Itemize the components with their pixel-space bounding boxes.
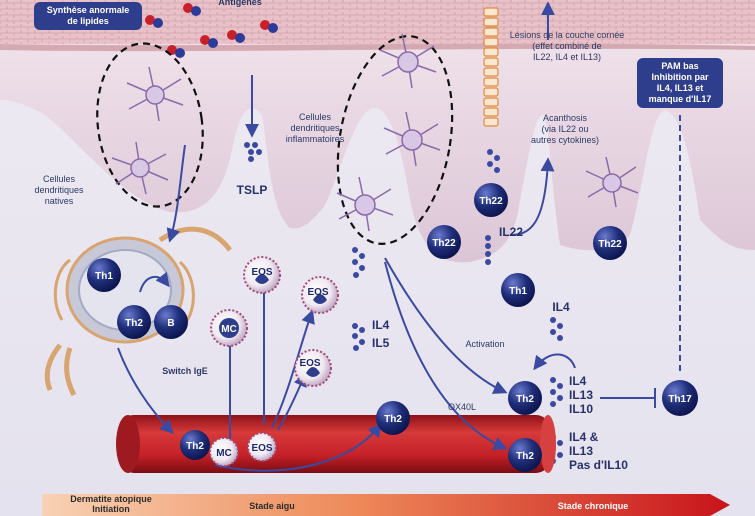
th2-cell: Th2 [376,401,410,435]
eosinophil: EOS [247,432,277,462]
eos-label: EOS [299,358,320,369]
mc-label: MC [221,324,237,335]
eosinophil: EOS [243,256,281,294]
dendritic-cell [336,176,394,232]
th2-cell: Th2 [508,381,542,415]
th2-label: Th2 [516,451,534,462]
lipid-synthesis-box: Synthèse anormale de lipides [34,2,142,30]
th22-label: Th22 [479,196,503,207]
dendritic-cell [126,66,184,122]
native-dc-ellipse [96,42,204,208]
il4-label: IL4 [372,318,390,332]
corneal-lesion-column [483,7,499,127]
th17-label: Th17 [668,394,692,405]
epidermis [0,40,755,263]
mc-label: MC [216,448,232,459]
dendritic-cell [383,111,441,167]
eos-label: EOS [307,287,328,298]
th1-cell: Th1 [87,258,121,292]
th22-cell: Th22 [593,226,627,260]
inflammatory-dc-label: Cellules dendritiques inflammatoires [285,112,345,144]
b-label: B [167,318,174,329]
tslp-label: TSLP [236,183,268,197]
eosinophil: EOS [294,349,332,387]
th2-cell: Th2 [117,305,151,339]
il4-top-label: IL4 [552,300,570,314]
dendritic-cell [585,156,639,208]
dendritic-cell [111,141,169,195]
mast-cell: MC [210,309,248,347]
th22-label: Th22 [432,238,456,249]
flow-arrows [117,75,681,472]
th2-cell: Th2 [508,438,542,472]
stage-chronic-label: Stade chronique [557,501,629,511]
th2-label: Th2 [186,441,204,452]
switch-ige-label: Switch IgE [162,366,208,376]
corneal-lesion-label: Lésions de la couche cornée (effet combi… [509,30,625,62]
th22-label: Th22 [598,239,622,250]
native-dc-label: Cellules dendritiques natives [34,174,84,206]
activation-label: Activation [465,339,505,349]
th1-label: Th1 [95,271,113,282]
il22-label: IL22 [498,225,523,239]
cytokine-dots [244,142,563,464]
th1-label: Th1 [509,286,527,297]
th2-label: Th2 [384,414,402,425]
dendritic-cell [379,33,437,89]
inflammatory-dc-ellipse [336,35,454,245]
mast-cell: MC [209,437,239,467]
th2-cell: Th2 [180,430,210,460]
corneum-edge [0,43,755,52]
th2-cytokines-group-2: IL4 & IL13 Pas d'IL10 [569,430,628,472]
th17-cell: Th17 [662,380,698,416]
antigen-label: Antigènes [218,0,262,7]
th2-label: Th2 [516,394,534,405]
th2-label: Th2 [125,318,143,329]
stage-acute-label: Stade aigu [249,501,295,511]
progression-bar [42,494,730,516]
ox40l-label: OX40L [447,402,477,412]
eosinophil: EOS [301,276,339,314]
eos-label: EOS [251,267,272,278]
b-cell: B [154,305,188,339]
th22-cell: Th22 [427,225,461,259]
acanthosis-label: Acanthosis (via IL22 ou autres cytokines… [530,113,600,145]
stage-initiation-label: Dermatite atopique Initiation [70,494,152,514]
th2-cytokines-group-1: IL4 IL13 IL10 [569,374,594,416]
pam-box: PAM bas Inhibition par IL4, IL13 et manq… [637,58,723,108]
th1-cell: Th1 [501,273,535,307]
th22-cell: Th22 [474,183,508,217]
eos-label: EOS [251,443,272,454]
il5-label: IL5 [372,336,390,350]
antigen-icons [145,3,278,58]
